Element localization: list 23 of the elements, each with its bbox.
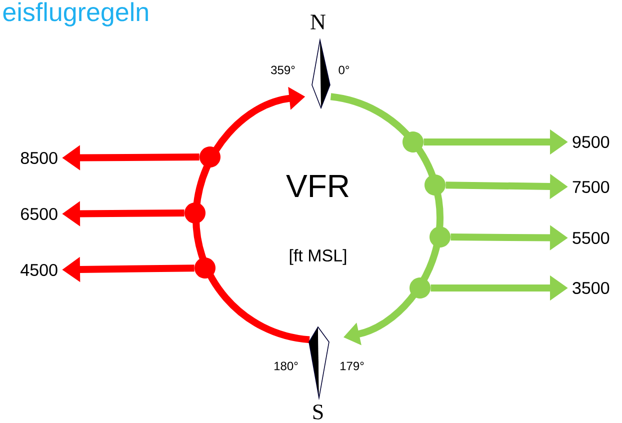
altitude-label: 8500 <box>20 152 58 164</box>
altitude-label: 5500 <box>572 232 610 244</box>
junction-dot <box>430 226 450 248</box>
altitude-label: 4500 <box>20 264 58 276</box>
altitude-label: 3500 <box>572 282 610 294</box>
junction-dot <box>194 257 216 278</box>
junction-dot <box>402 132 424 152</box>
compass-letter: N <box>310 14 326 30</box>
center-label: VFR <box>286 175 349 197</box>
junction-dot <box>424 174 446 196</box>
compass-letter: S <box>313 404 323 420</box>
junction-dot <box>410 277 430 298</box>
unit-label: [ft MSL] <box>290 249 346 265</box>
junction-dot <box>184 202 206 224</box>
altitude-label: 7500 <box>572 180 610 194</box>
degree-label: 359° <box>271 66 295 74</box>
degree-label: 180° <box>274 362 298 370</box>
degree-label: 0° <box>338 66 350 74</box>
altitude-label: 9500 <box>572 136 610 148</box>
title: eisflugregeln <box>3 2 148 26</box>
junction-dot <box>200 146 220 168</box>
degree-label: 179° <box>340 362 364 370</box>
altitude-label: 6500 <box>21 208 58 220</box>
